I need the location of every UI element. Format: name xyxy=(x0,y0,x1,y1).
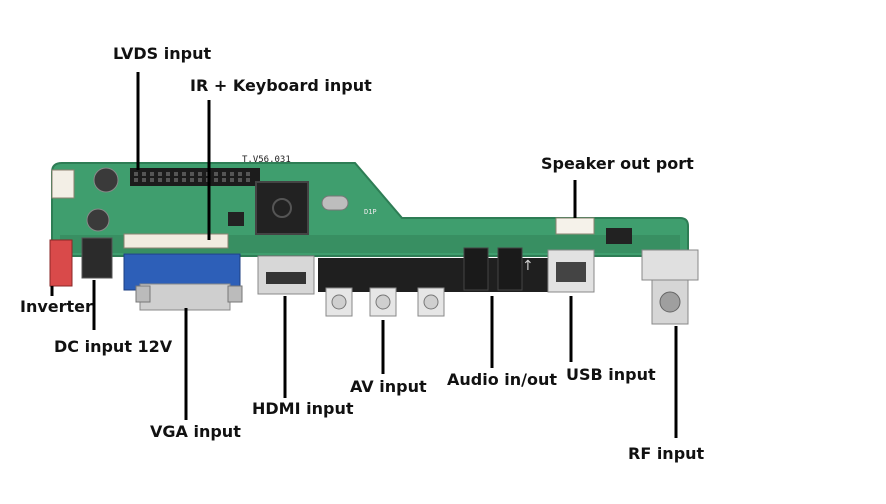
audio-jack-1 xyxy=(463,247,489,291)
lvds-pins xyxy=(134,172,250,182)
ir-keyboard-connector xyxy=(123,233,229,249)
small-ic-2 xyxy=(606,228,632,244)
leader-lines xyxy=(50,72,678,438)
av-rca-jacks xyxy=(325,287,445,317)
dc-jack xyxy=(81,237,113,279)
label-vga-input: VGA input xyxy=(150,422,241,441)
main-chip xyxy=(255,181,309,235)
label-usb-input: USB input xyxy=(566,365,656,384)
label-audio-in-out: Audio in/out xyxy=(447,370,558,389)
label-rf-input: RF input xyxy=(628,444,705,463)
label-ir-keyboard-input: IR + Keyboard input xyxy=(190,76,372,95)
chip-logo xyxy=(272,198,292,218)
label-speaker-out-port: Speaker out port xyxy=(541,154,694,173)
board-silkscreen: T.V56.031 xyxy=(242,155,291,165)
hdmi-port-inner xyxy=(266,272,306,284)
capacitor-1 xyxy=(93,167,119,193)
pcb-board xyxy=(51,162,689,257)
label-av-input: AV input xyxy=(350,377,427,396)
arrow-glyph: ↑ xyxy=(522,258,534,274)
usb-port-inner xyxy=(556,262,586,282)
silkscreen-small: D1P xyxy=(364,208,377,216)
audio-jack-2 xyxy=(497,247,523,291)
label-lvds-input: LVDS input xyxy=(113,44,212,63)
capacitor-2 xyxy=(86,208,110,232)
inverter-connector xyxy=(49,239,73,287)
lvds-pin-header xyxy=(130,168,260,186)
vga-screw-right xyxy=(227,285,243,303)
speaker-connector xyxy=(555,217,595,235)
vga-screw-left xyxy=(135,285,151,303)
vga-connector-shell xyxy=(139,283,231,311)
label-inverter: Inverter xyxy=(20,297,93,316)
label-dc-input: DC input 12V xyxy=(54,337,173,356)
label-hdmi-input: HDMI input xyxy=(252,399,354,418)
connector-top-left xyxy=(51,169,75,199)
crystal-oscillator xyxy=(321,195,349,211)
rf-body xyxy=(641,249,699,281)
rf-center xyxy=(659,291,681,313)
small-ic-1 xyxy=(228,212,244,226)
